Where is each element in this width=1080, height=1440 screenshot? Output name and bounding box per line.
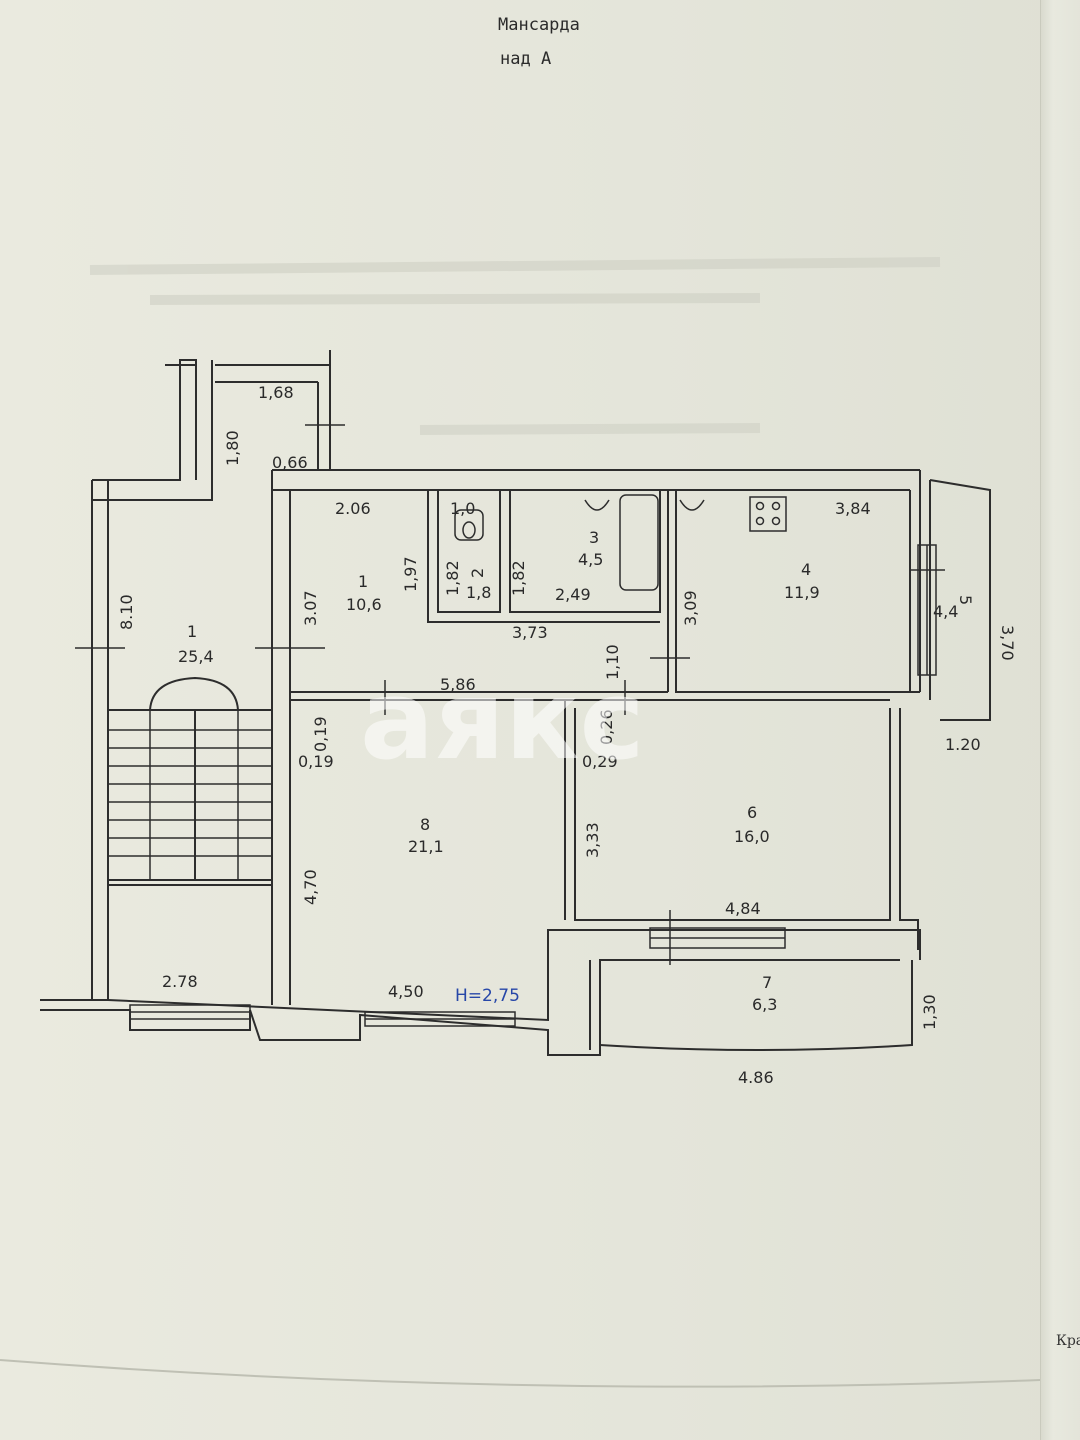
- next-page-edge: [1040, 0, 1080, 1440]
- bathtub-icon: [619, 494, 659, 591]
- dimension: 1,10: [603, 644, 622, 680]
- dimension: 0,66: [272, 453, 308, 472]
- room-area: 21,1: [408, 837, 444, 856]
- dimension: 0,26: [597, 709, 616, 745]
- dimension: 1,30: [920, 994, 939, 1030]
- dimension: 1,68: [258, 383, 294, 402]
- dimension: 2.06: [335, 499, 371, 518]
- dimension: 4,70: [301, 869, 320, 905]
- dimension: 4,50: [388, 982, 424, 1001]
- room-number: 3: [589, 528, 599, 547]
- dimension: 1,80: [223, 430, 242, 466]
- dimension: 2,49: [555, 585, 591, 604]
- room-number: 1: [187, 622, 197, 641]
- bleed-through: [89, 257, 941, 435]
- room-area: 10,6: [346, 595, 382, 614]
- title-line-2: над А: [500, 49, 551, 69]
- room-area: 4,5: [578, 550, 603, 569]
- dimension: 2.78: [162, 972, 198, 991]
- dimension: 8.10: [117, 594, 136, 630]
- watermark-logo: аякс: [360, 656, 645, 784]
- dimension: 0,19: [311, 716, 330, 752]
- room-area: 16,0: [734, 827, 770, 846]
- dimension: 1,82: [443, 560, 462, 596]
- walls: [40, 350, 991, 1056]
- dimension: 1,82: [509, 560, 528, 596]
- sink-icon: [584, 499, 610, 511]
- toilet-icon: [454, 509, 484, 541]
- room-area: 25,4: [178, 647, 214, 666]
- stove-icon: [749, 496, 787, 532]
- dimension-labels: 1,68 1,80 0,66 8.10 2.06 1,0 3,84 3.07 1…: [117, 383, 1017, 1087]
- dimension: 3,33: [583, 822, 602, 858]
- room-labels: 1 25,4 1 10,6 2 1,8 3 4,5 4 11,9 5 4,4 6…: [178, 528, 975, 1014]
- door-marks: [75, 424, 945, 965]
- dimension: 1.20: [945, 735, 981, 754]
- room-number: 8: [420, 815, 430, 834]
- page-curve: [0, 1359, 1041, 1388]
- corner-text: Кра: [1056, 1333, 1080, 1349]
- room-number: 1: [358, 572, 368, 591]
- ceiling-height-note: H=2,75: [455, 986, 520, 1006]
- dimension: 3,73: [512, 623, 548, 642]
- room-area: 11,9: [784, 583, 820, 602]
- room-number: 4: [801, 560, 811, 579]
- dimension: 4.86: [738, 1068, 774, 1087]
- dimension: 4,84: [725, 899, 761, 918]
- dimension: 3,84: [835, 499, 871, 518]
- dimension: 3,09: [681, 590, 700, 626]
- stair-treads: [108, 710, 272, 880]
- dimension: 0,19: [298, 752, 334, 771]
- title-line-1: Мансарда: [498, 15, 580, 35]
- room-number: 6: [747, 803, 757, 822]
- room-area: 4,4: [933, 602, 958, 621]
- room-number: 2: [468, 568, 487, 578]
- room-area: 1,8: [466, 583, 491, 602]
- dimension: 0,29: [582, 752, 618, 771]
- fixtures: [454, 494, 787, 591]
- room-area: 6,3: [752, 995, 777, 1014]
- dimension: 1,0: [450, 499, 475, 518]
- dimension: 5,86: [440, 675, 476, 694]
- dimension: 3.07: [301, 590, 320, 626]
- dimension: 3,70: [998, 625, 1017, 661]
- dimension: 1,97: [401, 556, 420, 592]
- room-number: 5: [956, 595, 975, 605]
- kitchen-sink-icon: [679, 499, 705, 511]
- windows: [129, 544, 937, 1027]
- room-number: 7: [762, 973, 772, 992]
